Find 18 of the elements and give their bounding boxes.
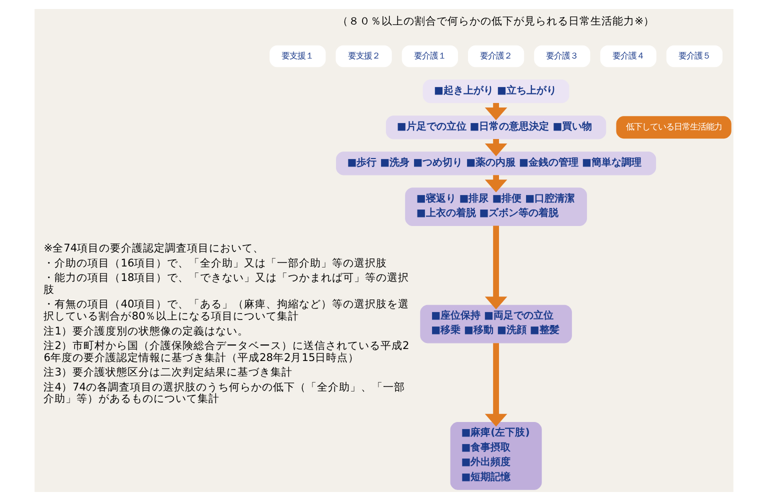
node-box: ■寝返り ■排尿 ■排便 ■口腔清潔 ■上衣の着脱 ■ズボン等の着脱 [405, 187, 587, 226]
node-box: ■起き上がり ■立ち上がり [422, 79, 570, 103]
node-box: 低下している日常生活能力 [616, 116, 732, 138]
node-box: ■歩行 ■洗身 ■つめ切り ■薬の内服 ■金銭の管理 ■簡単な調理 [336, 151, 656, 175]
label: 注1）要介護度別の状態像の定義はない。 [44, 324, 249, 337]
node-box: ■片足での立位 ■日常の意思決定 ■買い物 [386, 115, 606, 139]
label: ・能力の項目（18項目）で、「できない」又は「つかまれば可」等の選択肢 [44, 270, 410, 296]
arrow [484, 225, 508, 309]
label: ※全74項目の要介護認定調査項目において、 [44, 241, 264, 254]
label: ・有無の項目（40項目）で、「ある」（麻痺、拘縮など）等の選択肢を選択している割合が80％以上になる項目について集計 [44, 297, 410, 322]
label: 注2）市町村から国（介護保険総合データベース）に送信されている平成26年度の要介護認定情報に基づき集計（平成28年2月15日時点） [44, 338, 410, 364]
label: （８０％以上の割合で何らかの低下が見られる日常生活能力※） [338, 14, 654, 28]
label: 注3）要介護状態区分は二次判定結果に基づき集計 [44, 365, 293, 378]
node-box: ■麻痺(左下肢) ■食事摂取 ■外出頻度 ■短期記憶 [450, 422, 542, 490]
node-box: ■座位保持 ■両足での立位 ■移乗 ■移動 ■洗顔 ■整髪 [420, 304, 572, 343]
label: ・介助の項目（16項目）で、「全介助」又は「一部介助」等の選択肢 [44, 256, 388, 269]
label: 注4）74の各調査項目の選択肢のうち何らかの低下（「全介助」、「一部介助」等）があるものについて集計 [44, 380, 406, 405]
arrow [484, 342, 508, 426]
